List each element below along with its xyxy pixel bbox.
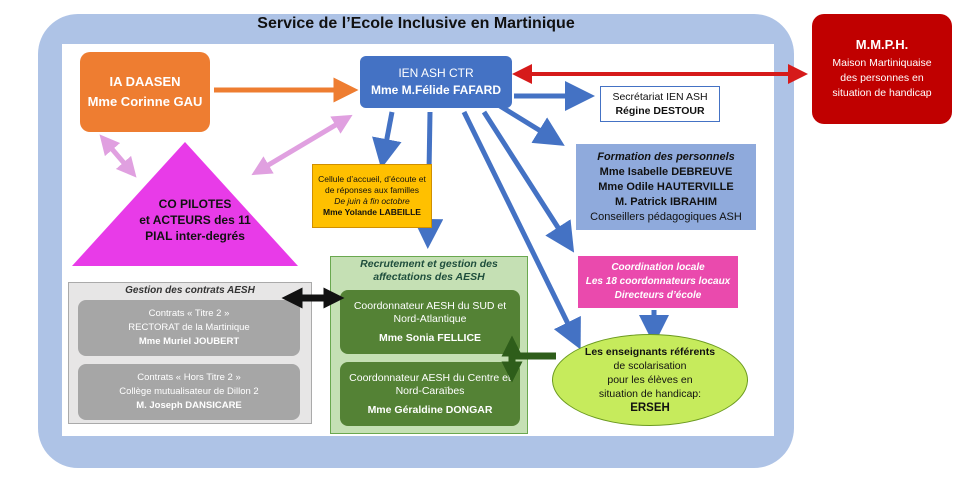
secretariat-line1: Secrétariat IEN ASH xyxy=(612,91,708,103)
pilotes-line3: PIAL inter-degrés xyxy=(145,229,245,243)
formation-box: Formation des personnels Mme Isabelle DE… xyxy=(576,144,756,230)
contrat-hors-titre2-line1: Contrats « Hors Titre 2 » xyxy=(137,372,241,383)
arrow-ien-pilotes xyxy=(251,114,353,176)
contrat-hors-titre2-name: M. Joseph DANSICARE xyxy=(136,400,242,411)
coordination-box: Coordination locale Les 18 coordonnateur… xyxy=(578,256,738,308)
formation-name-3: M. Patrick IBRAHIM xyxy=(614,195,718,208)
pilotes-line1: CO PILOTES xyxy=(158,197,232,211)
formation-footer: Conseillers pédagogiques ASH xyxy=(590,210,742,223)
cellule-period: De juin à fin octobre xyxy=(334,196,410,206)
enseignants-line3: pour les élèves en xyxy=(607,374,693,386)
ien-line1: IEN ASH CTR xyxy=(398,66,474,80)
coordination-line3: Directeurs d’école xyxy=(614,290,702,301)
pilotes-label: CO PILOTES et ACTEURS des 11 PIAL inter-… xyxy=(100,196,290,244)
mmph-box: M.M.P.H. Maison Martiniquaise des person… xyxy=(812,14,952,124)
coordonnateur-sud-box: Coordonnateur AESH du SUD et Nord-Atlant… xyxy=(340,290,520,354)
enseignants-line1: Les enseignants référents xyxy=(584,346,716,358)
arrow-ien-to-formation xyxy=(498,103,565,146)
contrat-hors-titre2-line2: Collège mutualisateur de Dillon 2 xyxy=(119,386,259,397)
contrat-titre2-line1: Contrats « Titre 2 » xyxy=(148,308,230,319)
coordination-line1: Coordination locale xyxy=(611,262,705,273)
secretariat-line2: Régine DESTOUR xyxy=(615,105,705,117)
ien-line2: Mme M.Félide FAFARD xyxy=(370,83,501,97)
coordonnateur-sud-line1: Coordonnateur AESH du SUD et xyxy=(353,299,507,312)
enseignants-line4: situation de handicap: xyxy=(598,388,702,400)
enseignants-ellipse: Les enseignants référents de scolarisati… xyxy=(552,334,748,426)
coordonnateur-centre-name: Mme Géraldine DONGAR xyxy=(367,403,493,416)
recrutement-title: Recrutement et gestion des affectations … xyxy=(330,258,528,284)
coordonnateur-centre-line1: Coordonnateur AESH du Centre et xyxy=(349,371,511,384)
arrow-ien-to-coordination xyxy=(481,110,575,253)
contrat-titre2-line2: RECTORAT de la Martinique xyxy=(128,322,250,333)
arrow-ien-to-enseignants xyxy=(461,110,581,350)
pilotes-line2: et ACTEURS des 11 xyxy=(139,213,251,227)
formation-name-2: Mme Odile HAUTERVILLE xyxy=(598,180,734,193)
coordination-line2: Les 18 coordonnateurs locaux xyxy=(585,276,731,287)
gestion-title: Gestion des contrats AESH xyxy=(125,285,255,296)
mmph-line3: situation de handicap xyxy=(832,87,932,99)
formation-name-1: Mme Isabelle DEBREUVE xyxy=(599,165,733,178)
cellule-name: Mme Yolande LABEILLE xyxy=(323,207,421,217)
contrat-titre2-box: Contrats « Titre 2 » RECTORAT de la Mart… xyxy=(78,300,300,356)
recrutement-title-line1: Recrutement et gestion des xyxy=(360,258,498,270)
formation-title: Formation des personnels xyxy=(597,150,735,163)
coordonnateur-sud-line2: Nord-Atlantique xyxy=(393,312,467,325)
ien-ash-box: IEN ASH CTR Mme M.Félide FAFARD xyxy=(360,56,512,108)
ia-daasen-box: IA DAASEN Mme Corinne GAU xyxy=(80,52,210,132)
coordonnateur-sud-name: Mme Sonia FELLICE xyxy=(378,331,482,344)
ia-line1: IA DAASEN xyxy=(109,74,181,89)
enseignants-line5: ERSEH xyxy=(630,402,670,414)
arrow-ia-pilotes xyxy=(99,134,137,178)
cellule-line2: de réponses aux familles xyxy=(324,185,420,195)
mmph-line1: Maison Martiniquaise xyxy=(832,57,932,69)
pilotes-triangle xyxy=(72,142,298,266)
contrat-hors-titre2-box: Contrats « Hors Titre 2 » Collège mutual… xyxy=(78,364,300,420)
cellule-line1: Cellule d’accueil, d’écoute et xyxy=(318,174,426,184)
contrat-titre2-name: Mme Muriel JOUBERT xyxy=(138,336,240,347)
diagram-title: Service de l’Ecole Inclusive en Martiniq… xyxy=(257,15,575,32)
recrutement-title-line2: affectations des AESH xyxy=(373,271,485,283)
mmph-title: M.M.P.H. xyxy=(855,37,909,52)
arrow-ien-to-cellule xyxy=(372,111,402,169)
coordonnateur-centre-box: Coordonnateur AESH du Centre et Nord-Car… xyxy=(340,362,520,426)
coordonnateur-centre-line2: Nord-Caraïbes xyxy=(395,384,465,397)
secretariat-box: Secrétariat IEN ASH Régine DESTOUR xyxy=(600,86,720,122)
enseignants-line2: de scolarisation xyxy=(613,360,687,372)
ia-line2: Mme Corinne GAU xyxy=(87,94,203,109)
mmph-line2: des personnes en xyxy=(840,72,924,84)
cellule-box: Cellule d’accueil, d’écoute et de répons… xyxy=(312,164,432,228)
